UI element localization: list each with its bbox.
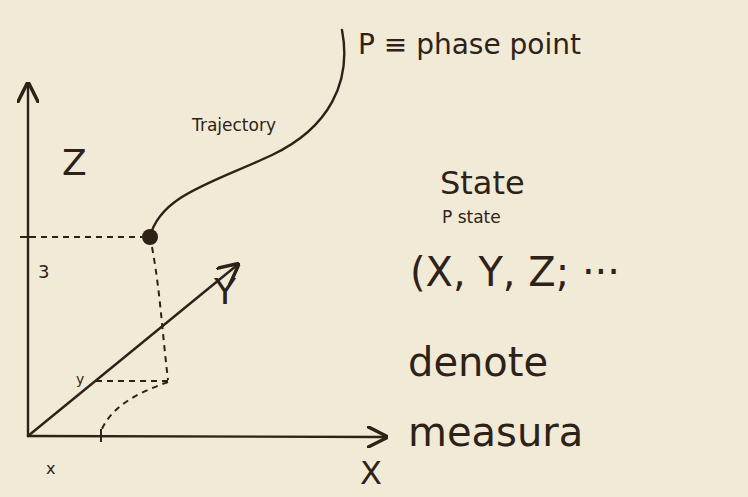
handwritten-label: (X, Y, Z; ···: [410, 250, 620, 294]
x-projection-dash: [101, 382, 168, 431]
x-axis: [28, 436, 384, 437]
handwritten-label: Z: [62, 143, 87, 183]
z-projection-dash: [30, 236, 142, 238]
handwritten-label: P state: [442, 208, 501, 227]
handwritten-label: denote: [408, 340, 548, 384]
vertical-projection-dash: [152, 247, 168, 380]
handwritten-label: x: [46, 460, 55, 478]
z-axis: [27, 86, 29, 436]
trajectory-curve: [150, 30, 344, 237]
handwritten-label: State: [440, 166, 525, 201]
phase-point: [142, 229, 158, 245]
handwritten-label: P ≡ phase point: [358, 30, 581, 61]
y-axis: [28, 266, 236, 436]
handwritten-label: 3: [38, 262, 49, 282]
y-projection-dash: [96, 380, 168, 382]
handwritten-label: Y: [214, 272, 236, 312]
handwritten-label: Trajectory: [192, 116, 276, 135]
handwritten-label: X: [360, 456, 382, 491]
z-tick: [20, 236, 34, 238]
handwritten-label: measura: [408, 410, 583, 454]
handwritten-label: y: [76, 372, 84, 387]
x-tick: [100, 429, 102, 442]
